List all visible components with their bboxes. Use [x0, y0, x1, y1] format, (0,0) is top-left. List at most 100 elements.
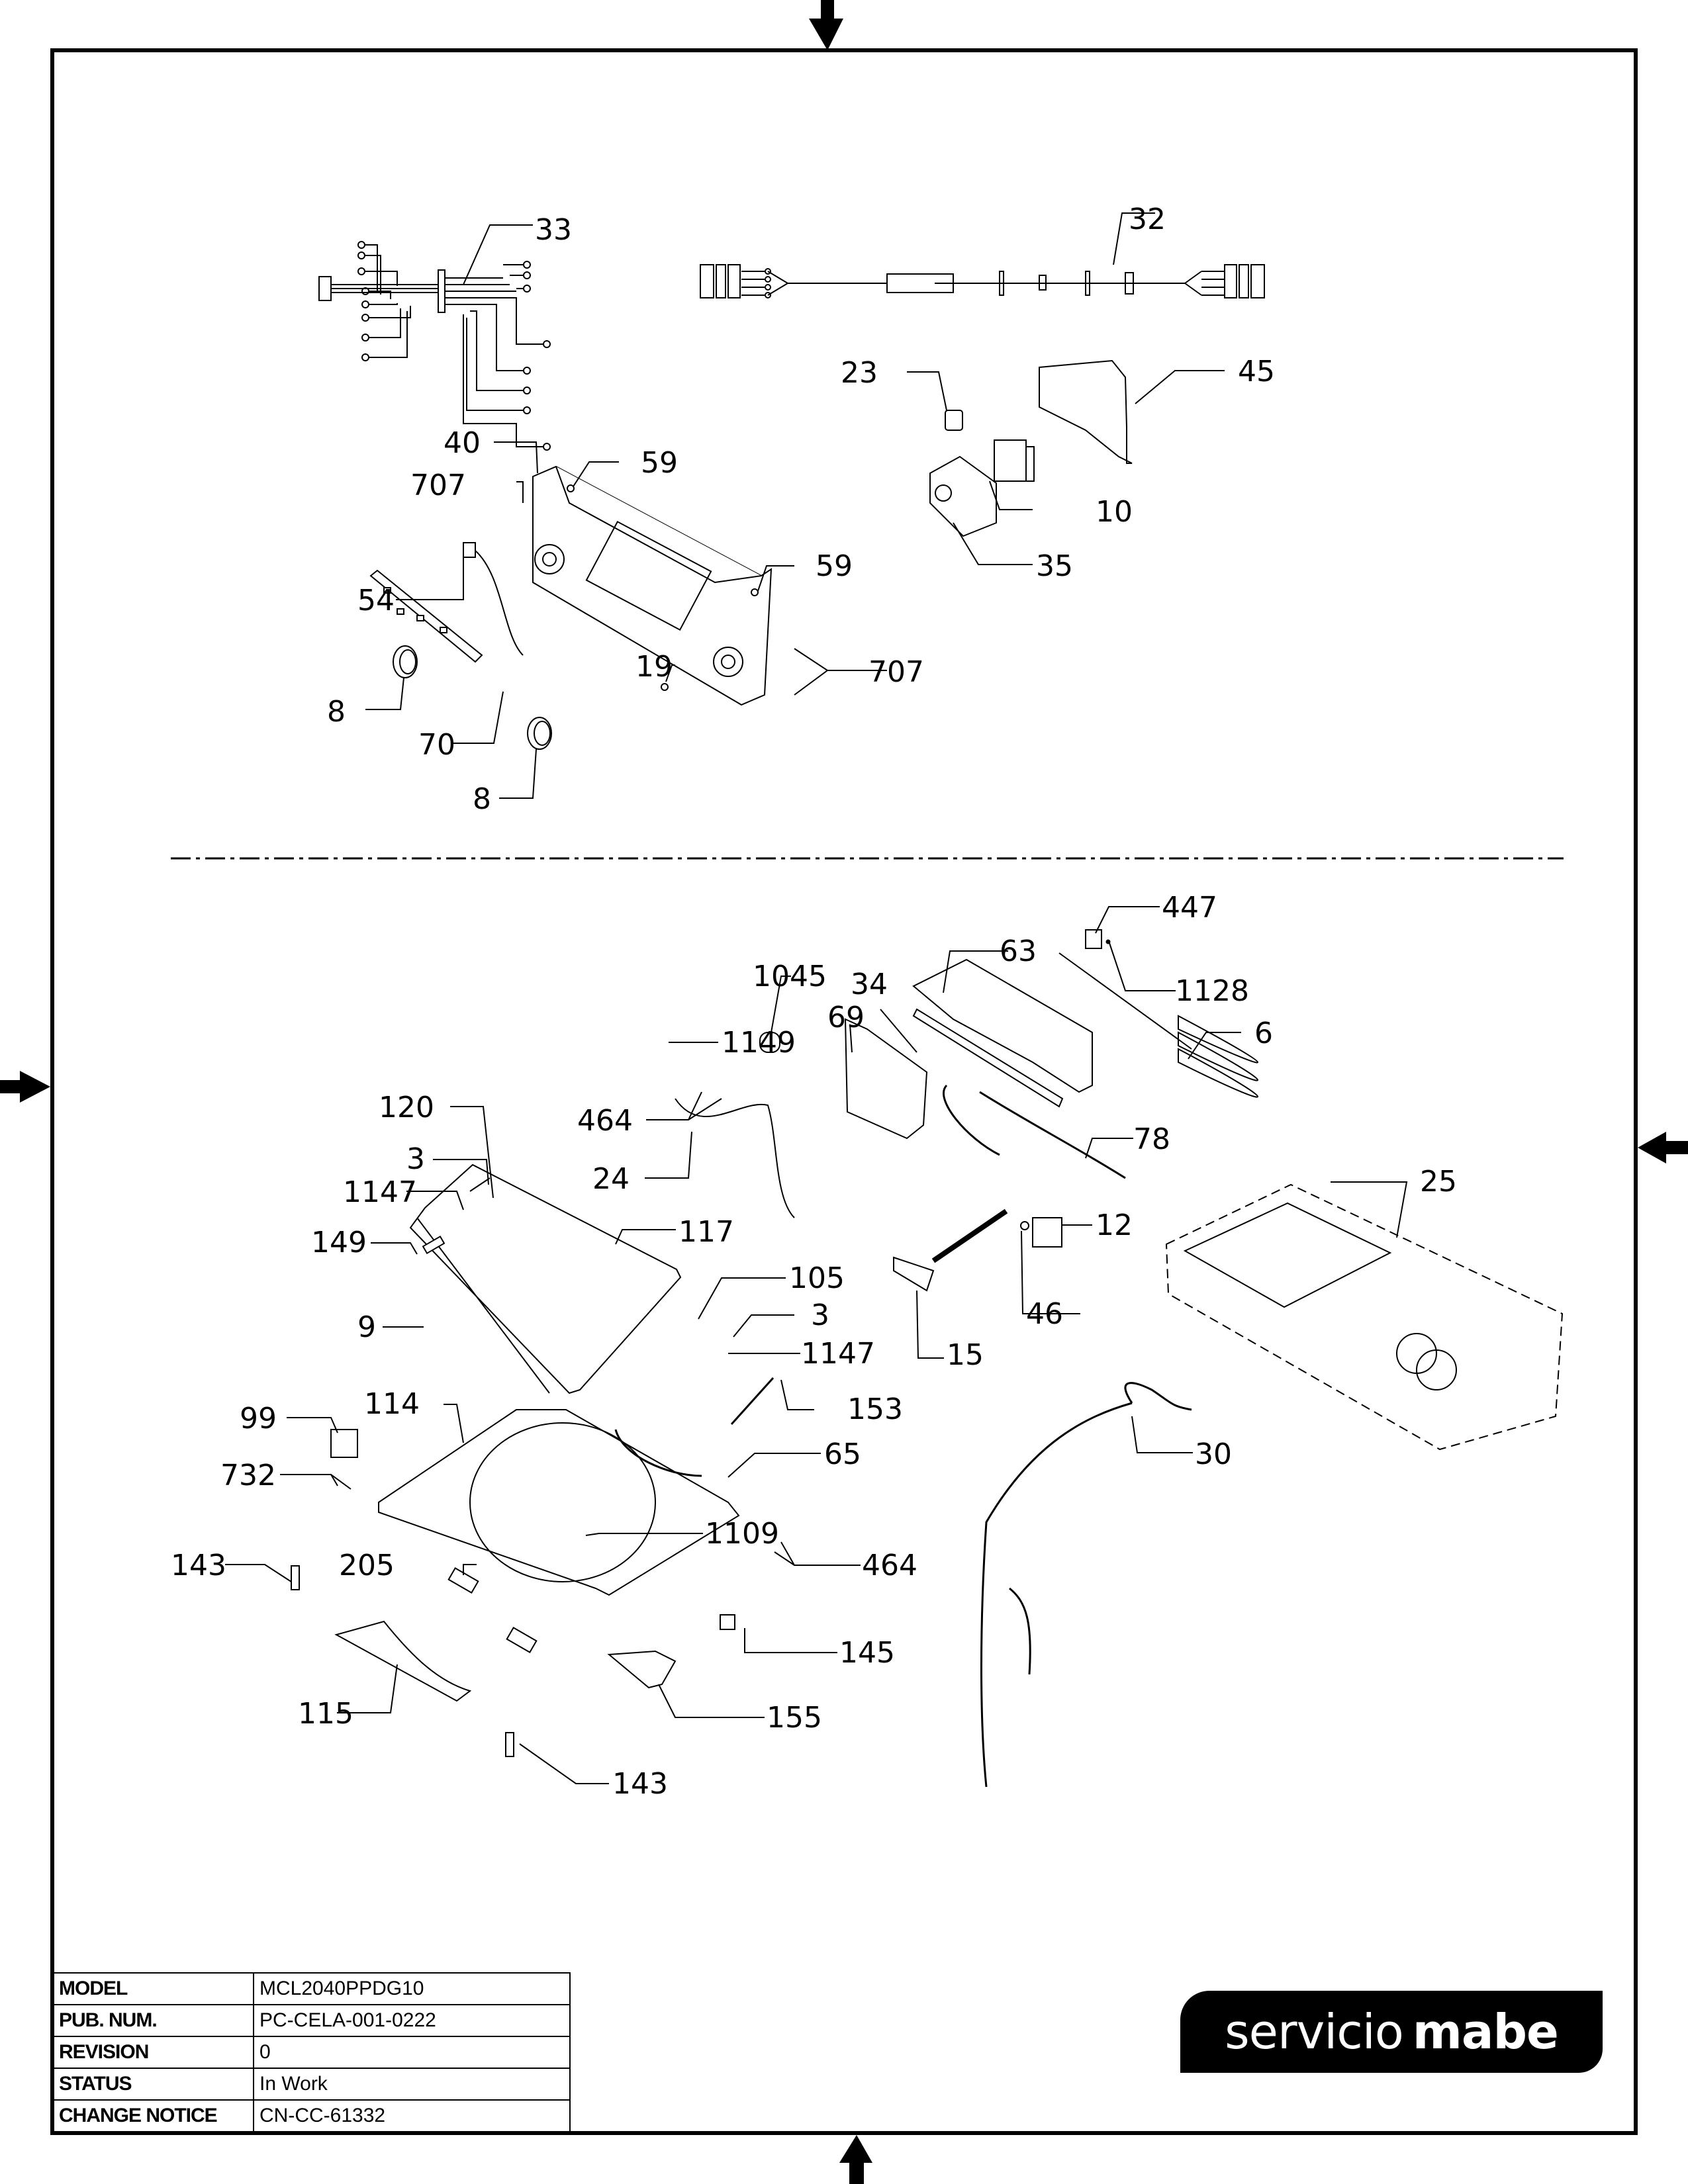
part-40-control-panel[interactable]	[532, 465, 773, 706]
callout-1147b[interactable]: 1147	[801, 1337, 875, 1371]
part-117-lid[interactable]	[409, 1163, 682, 1394]
part-78-wire-harness[interactable]	[942, 1084, 1126, 1179]
callout-59b[interactable]: 59	[816, 549, 853, 583]
title-block-row: PUB. NUM. PC-CELA-001-0222	[52, 2004, 571, 2037]
callout-8a[interactable]: 8	[327, 695, 346, 729]
part-65-hose[interactable]	[614, 1429, 702, 1477]
part-205-pad[interactable]	[447, 1567, 538, 1654]
callout-155[interactable]: 155	[767, 1701, 822, 1735]
part-19-screw[interactable]	[661, 683, 669, 691]
part-70-keypad-membrane[interactable]	[369, 569, 483, 663]
callout-153[interactable]: 153	[847, 1392, 903, 1426]
part-1045-capacitor[interactable]	[759, 1032, 780, 1053]
part-12-water-valve[interactable]	[1032, 1217, 1062, 1248]
part-10-timer[interactable]	[994, 439, 1035, 482]
callout-24[interactable]: 24	[592, 1162, 630, 1196]
part-8-knob[interactable]	[393, 645, 418, 678]
part-46-filter[interactable]	[1020, 1221, 1029, 1230]
callout-105[interactable]: 105	[789, 1261, 845, 1295]
callout-115[interactable]: 115	[298, 1697, 353, 1731]
callout-12[interactable]: 12	[1096, 1208, 1133, 1242]
callout-40[interactable]: 40	[444, 426, 481, 460]
callout-54[interactable]: 54	[357, 584, 395, 617]
part-59-screw[interactable]	[567, 484, 575, 492]
leader-lines-lower	[225, 906, 1408, 1784]
callout-1045[interactable]: 1045	[753, 960, 827, 993]
part-143-bracket[interactable]	[291, 1565, 300, 1590]
callout-732[interactable]: 732	[220, 1459, 276, 1492]
part-32-wire-harness[interactable]	[700, 264, 1265, 298]
callout-143a[interactable]: 143	[171, 1549, 226, 1582]
callout-145[interactable]: 145	[839, 1636, 895, 1670]
callout-23[interactable]: 23	[841, 356, 878, 390]
callout-35[interactable]: 35	[1036, 549, 1073, 583]
callout-8b[interactable]: 8	[473, 782, 491, 816]
part-25-install-kit[interactable]	[1165, 1183, 1564, 1451]
part-30-drain-hose[interactable]	[980, 1382, 1192, 1788]
callout-63[interactable]: 63	[1000, 934, 1037, 968]
callout-25[interactable]: 25	[1420, 1165, 1457, 1199]
part-1128-screw[interactable]	[1105, 939, 1111, 944]
part-24-wire[interactable]	[675, 1098, 795, 1218]
callout-3a[interactable]: 3	[406, 1142, 425, 1176]
part-149-hinge[interactable]	[422, 1235, 445, 1255]
part-115-trim[interactable]	[334, 1620, 472, 1702]
part-69-control-board[interactable]	[844, 1018, 928, 1140]
callout-46[interactable]: 46	[1026, 1297, 1063, 1331]
callout-6[interactable]: 6	[1254, 1017, 1273, 1050]
callout-464a[interactable]: 464	[577, 1104, 633, 1138]
callout-70[interactable]: 70	[418, 728, 455, 762]
part-59-screw[interactable]	[751, 588, 759, 596]
callout-117[interactable]: 117	[679, 1215, 734, 1249]
callout-45[interactable]: 45	[1238, 355, 1275, 388]
callout-9[interactable]: 9	[357, 1310, 376, 1344]
part-145-bracket[interactable]	[720, 1614, 735, 1630]
callout-69[interactable]: 69	[827, 1001, 865, 1034]
part-34-rail[interactable]	[912, 1008, 1064, 1108]
callout-34[interactable]: 34	[851, 968, 888, 1001]
part-54-connector[interactable]	[463, 542, 524, 656]
callout-3b[interactable]: 3	[811, 1298, 829, 1332]
callout-464b[interactable]: 464	[862, 1549, 917, 1582]
centering-arrow-right	[1638, 1132, 1688, 1163]
part-114-top-cover[interactable]	[378, 1409, 740, 1596]
part-15-inlet[interactable]	[893, 1208, 1008, 1292]
callout-33[interactable]: 33	[535, 213, 572, 247]
part-8-knob[interactable]	[527, 717, 552, 750]
part-35-bracket[interactable]	[929, 455, 997, 537]
part-33-wire-harness[interactable]	[318, 241, 551, 451]
callout-59a[interactable]: 59	[641, 446, 678, 480]
part-120-hinge-pin[interactable]	[469, 1177, 491, 1192]
part-45-shield[interactable]	[1039, 359, 1133, 464]
part-99-lid-lock[interactable]	[330, 1429, 358, 1458]
callout-1149[interactable]: 1149	[722, 1026, 796, 1060]
callout-78[interactable]: 78	[1133, 1122, 1170, 1156]
part-63-bracket[interactable]	[912, 958, 1093, 1093]
callout-149[interactable]: 149	[311, 1226, 367, 1259]
part-23-switch[interactable]	[945, 410, 963, 431]
callout-1128[interactable]: 1128	[1175, 974, 1249, 1008]
callout-114[interactable]: 114	[364, 1387, 420, 1421]
callout-1147a[interactable]: 1147	[343, 1175, 417, 1209]
callout-10[interactable]: 10	[1096, 495, 1133, 529]
callout-205[interactable]: 205	[339, 1549, 395, 1582]
part-155-cap[interactable]	[607, 1650, 677, 1689]
title-block-label: MODEL	[52, 1972, 254, 2005]
part-143-bracket[interactable]	[505, 1732, 514, 1757]
callout-99[interactable]: 99	[240, 1402, 277, 1435]
part-447-plate[interactable]	[1085, 929, 1102, 949]
callout-120[interactable]: 120	[379, 1091, 434, 1124]
callout-19[interactable]: 19	[635, 650, 673, 684]
callout-30[interactable]: 30	[1195, 1437, 1232, 1471]
callout-15[interactable]: 15	[947, 1338, 984, 1372]
callout-143b[interactable]: 143	[612, 1767, 668, 1801]
part-153-spring[interactable]	[730, 1377, 774, 1426]
callout-707a[interactable]: 707	[410, 469, 466, 502]
callout-707b[interactable]: 707	[868, 655, 924, 689]
callout-447[interactable]: 447	[1162, 891, 1217, 925]
callout-65[interactable]: 65	[824, 1437, 861, 1471]
part-6-heater[interactable]	[1058, 952, 1258, 1098]
callout-32[interactable]: 32	[1129, 203, 1166, 236]
title-block-label: PUB. NUM.	[52, 2004, 254, 2037]
callout-1109[interactable]: 1109	[705, 1517, 779, 1551]
